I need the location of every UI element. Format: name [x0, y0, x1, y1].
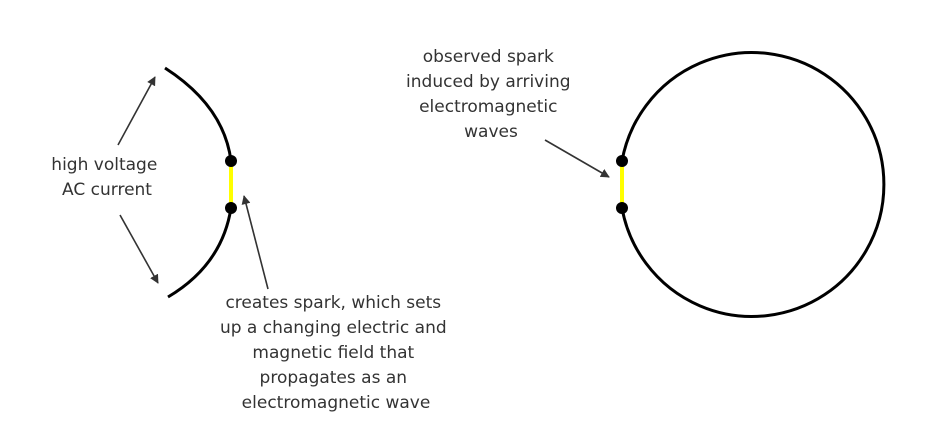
receiver [616, 51, 886, 318]
transmitter-upper-wire [164, 66, 233, 162]
observed-spark-label-line: observed spark [423, 47, 554, 67]
transmitter-upper-terminal [225, 155, 237, 167]
spark-label-line: electromagnetic wave [242, 393, 431, 413]
spark-label-line: up a changing electric and [220, 318, 447, 338]
observed-spark-arrow [544, 139, 610, 178]
observed-spark-label-line: electromagnetic [419, 97, 557, 117]
spark-label-line: magnetic field that [252, 343, 414, 363]
transmitter-lower-wire [167, 207, 233, 299]
current-label: high voltage AC current [51, 155, 162, 200]
current-arrow-down [119, 214, 159, 284]
current-label-line: high voltage [51, 155, 157, 175]
arrows [117, 76, 610, 290]
transmitter-lower-terminal [225, 202, 237, 214]
spark-label: creates spark, which sets up a changing … [220, 293, 452, 413]
observed-spark-label-line: induced by arriving [406, 72, 571, 92]
receiver-lower-terminal [616, 202, 628, 214]
observed-spark-label: observed spark induced by arriving elect… [406, 47, 576, 142]
current-arrow-up [117, 76, 156, 146]
spark-label-line: propagates as an [260, 368, 407, 388]
observed-spark-label-line: waves [464, 122, 518, 142]
transmitter [164, 66, 237, 299]
receiver-upper-terminal [616, 155, 628, 167]
current-label-line: AC current [62, 180, 152, 200]
spark-arrow [241, 195, 269, 290]
receiver-loop [620, 51, 886, 318]
spark-label-line: creates spark, which sets [225, 293, 441, 313]
